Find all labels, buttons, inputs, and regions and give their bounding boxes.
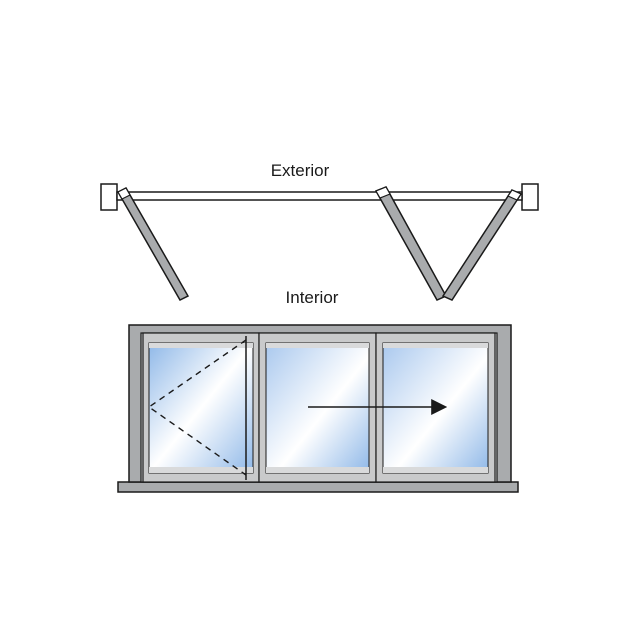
interior-label: Interior bbox=[286, 288, 339, 307]
folded-panel-left bbox=[374, 186, 448, 301]
left-jamb-block bbox=[100, 183, 118, 211]
exterior-label: Exterior bbox=[271, 161, 330, 180]
top-track bbox=[116, 191, 523, 201]
panel-1-glass bbox=[148, 342, 254, 474]
plan-view: Exterior Interior bbox=[100, 161, 539, 307]
elevation-view bbox=[117, 324, 519, 493]
panel-2-glass bbox=[265, 342, 370, 474]
sill bbox=[117, 481, 519, 493]
panel-3-glass bbox=[382, 342, 489, 474]
right-jamb-block bbox=[521, 183, 539, 211]
folded-panel-right bbox=[441, 189, 523, 301]
left-swing-panel bbox=[116, 187, 190, 301]
panel-1-swing bbox=[142, 332, 260, 483]
